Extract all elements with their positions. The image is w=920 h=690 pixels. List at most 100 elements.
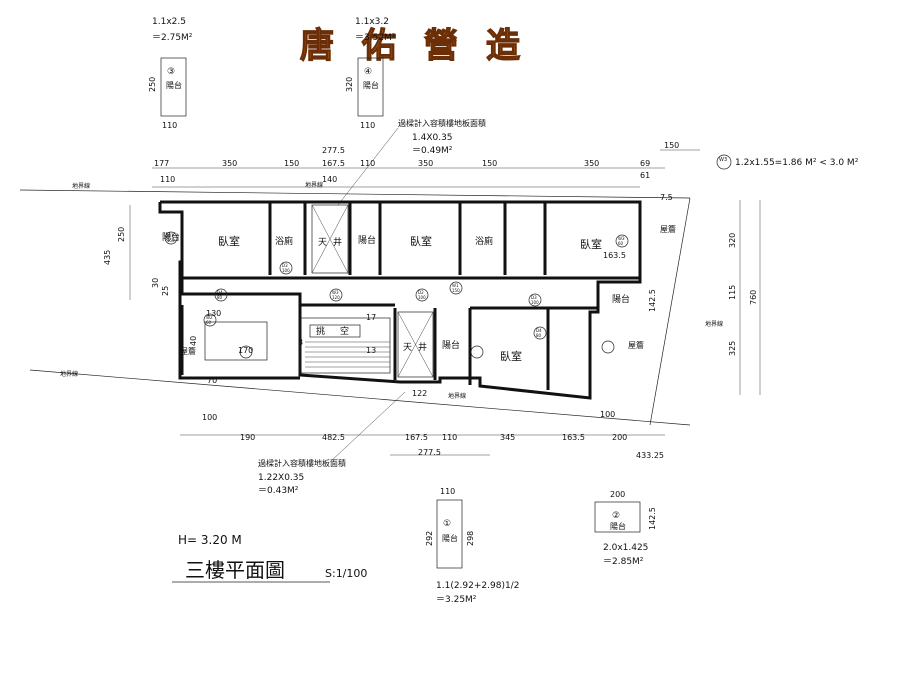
- right-dimensions: 320 115 760 325 142.5 163.5: [603, 200, 761, 395]
- balcony-1-number: ①: [443, 519, 451, 529]
- balcony-4-block: 1.1x3.2 ＝3.52M² ④ 陽台 320 110: [345, 17, 396, 130]
- dim-top-150a: 150: [284, 159, 299, 168]
- balcony-3-formula: 1.1x2.5: [152, 17, 186, 27]
- door-window-tag: D4: [217, 290, 223, 295]
- door-window-tags: W1150D3100D480W260W3120D2100W1150D3100D4…: [164, 231, 629, 359]
- door-window-tag: 100: [531, 300, 539, 305]
- balcony-2-height: 142.5: [648, 507, 657, 530]
- dim-right-115: 115: [728, 285, 737, 300]
- bottom-beam-formula: 1.22X0.35: [258, 473, 304, 483]
- door-window-tag: 150: [167, 238, 175, 243]
- left-dimensions: 250 435 30 25 130 170 40: [103, 205, 253, 355]
- balcony-1-label: 陽台: [442, 533, 458, 543]
- balcony-2-label: 陽台: [610, 521, 626, 531]
- balcony-2-area: ＝2.85M²: [603, 557, 644, 567]
- room-bath-2: 浴廁: [475, 235, 493, 247]
- light-well-1-b: 井: [333, 236, 342, 248]
- dim-bottom-100b: 100: [600, 410, 615, 419]
- dim-top-350c: 350: [584, 159, 599, 168]
- balcony-2-box: [594, 501, 641, 533]
- stair-number-3: 3: [298, 338, 303, 347]
- dim-top-350b: 350: [418, 159, 433, 168]
- dim-top-110: 110: [360, 159, 375, 168]
- exterior-walls: [158, 200, 642, 400]
- dim-bottom-163: 163.5: [562, 433, 585, 442]
- dim-bottom-122: 122: [412, 389, 427, 398]
- dim-bottom-200: 200: [612, 433, 627, 442]
- roof-eave-2: 屋簷: [628, 340, 644, 350]
- w3-formula-note: W3 1.2x1.55=1.86 M² < 3.0 M²: [716, 154, 859, 170]
- top-beam-note-text: 過樑計入容積樓地板面積: [398, 118, 486, 128]
- dim-bottom-277: 277.5: [418, 448, 441, 457]
- dim-top-140: 140: [322, 175, 337, 184]
- balcony-3-area: ＝2.75M²: [152, 33, 193, 43]
- company-title: 唐佑營造: [300, 26, 548, 66]
- door-window-tag: W1: [452, 283, 459, 288]
- light-well-1-a: 天: [318, 238, 327, 248]
- bottom-beam-area: ＝0.43M²: [258, 486, 299, 496]
- dim-left-130: 130: [206, 309, 221, 318]
- door-window-tag: D3: [531, 295, 537, 300]
- bottom-beam-note-text: 過樑計入容積樓地板面積: [258, 458, 346, 468]
- door-window-tag: 80: [536, 333, 542, 338]
- dim-right-325: 325: [728, 341, 737, 356]
- lot-line-label-top: 地界線: [72, 182, 90, 190]
- stair-void-a: 挑: [316, 325, 325, 337]
- stair-treads: [305, 341, 390, 368]
- top-beam-formula: 1.4X0.35: [412, 133, 453, 143]
- dim-right-163: 163.5: [603, 251, 626, 260]
- dim-top-277: 277.5: [322, 146, 345, 155]
- lot-line-label-mid: 地界線: [305, 181, 323, 189]
- dim-bottom-167: 167.5: [405, 433, 428, 442]
- door-window-tag: W3: [332, 290, 339, 295]
- bottom-beam-note: 過樑計入容積樓地板面積 1.22X0.35 ＝0.43M²: [258, 391, 406, 496]
- dim-right-760: 760: [749, 290, 758, 305]
- dim-right-320: 320: [728, 233, 737, 248]
- dim-top-150c: 150: [664, 141, 679, 150]
- door-window-tag: D3: [282, 263, 288, 268]
- balcony-4-width: 110: [360, 121, 375, 130]
- dim-right-142: 142.5: [648, 289, 657, 312]
- door-window-tag: W2: [206, 315, 213, 320]
- balcony-4-area: ＝3.52M²: [355, 33, 396, 43]
- room-balcony-4: 陽台: [442, 339, 460, 351]
- dim-left-435: 435: [103, 250, 112, 265]
- dim-left-30: 30: [151, 278, 160, 288]
- lot-line-label-bottom: 地界線: [448, 392, 466, 400]
- balcony-1-block: 110 ① 陽台 292 298 1.1(2.92+2.98)1/2 ＝3.25…: [425, 487, 519, 605]
- interior-walls: [182, 202, 640, 390]
- balcony-3-label: 陽台: [166, 80, 182, 90]
- balcony-3-number: ③: [167, 67, 175, 77]
- door-window-tag: 80: [217, 295, 223, 300]
- room-bedroom-1: 臥室: [218, 234, 240, 248]
- balcony-3-box: [160, 57, 187, 117]
- balcony-2-width: 200: [610, 490, 625, 499]
- top-dimensions: 177 350 150 167.5 110 350 150 350 69 150…: [152, 141, 700, 202]
- balcony-4-height: 320: [345, 77, 354, 92]
- dim-bottom-190: 190: [240, 433, 255, 442]
- plan-title: 三樓平面圖: [185, 558, 285, 582]
- roof-eave-1: 屋簷: [660, 224, 676, 234]
- dim-left-25: 25: [161, 286, 170, 296]
- dim-bottom-70: 70: [207, 376, 217, 385]
- balcony-1-height-right: 298: [466, 531, 475, 546]
- door-window-tag: D2: [418, 290, 424, 295]
- stair-number-13: 13: [366, 346, 376, 355]
- balcony-4-label: 陽台: [363, 80, 379, 90]
- balcony-2-formula: 2.0x1.425: [603, 543, 648, 553]
- door-window-tag: W3: [618, 236, 625, 241]
- w3-formula: 1.2x1.55=1.86 M² < 3.0 M²: [735, 158, 859, 168]
- stair-number-17: 17: [366, 313, 376, 322]
- door-window-tag: 100: [282, 268, 290, 273]
- dim-top-177: 177: [154, 159, 169, 168]
- plan-title-block: H= 3.20 M 三樓平面圖 S:1/100: [172, 533, 367, 583]
- balcony-4-box: [357, 57, 384, 117]
- stair-void-b: 空: [340, 325, 349, 337]
- door-window-tag: 100: [418, 295, 426, 300]
- roof-eave-3: 屋簷: [180, 346, 196, 356]
- room-bedroom-2: 臥室: [410, 234, 432, 248]
- room-labels: 臥室 臥室 臥室 臥室 浴廁 浴廁 陽台 陽台 陽台 陽台 天 井 天 井 屋簷…: [162, 224, 676, 363]
- dim-left-170: 170: [238, 346, 253, 355]
- balcony-1-area: ＝3.25M²: [436, 595, 477, 605]
